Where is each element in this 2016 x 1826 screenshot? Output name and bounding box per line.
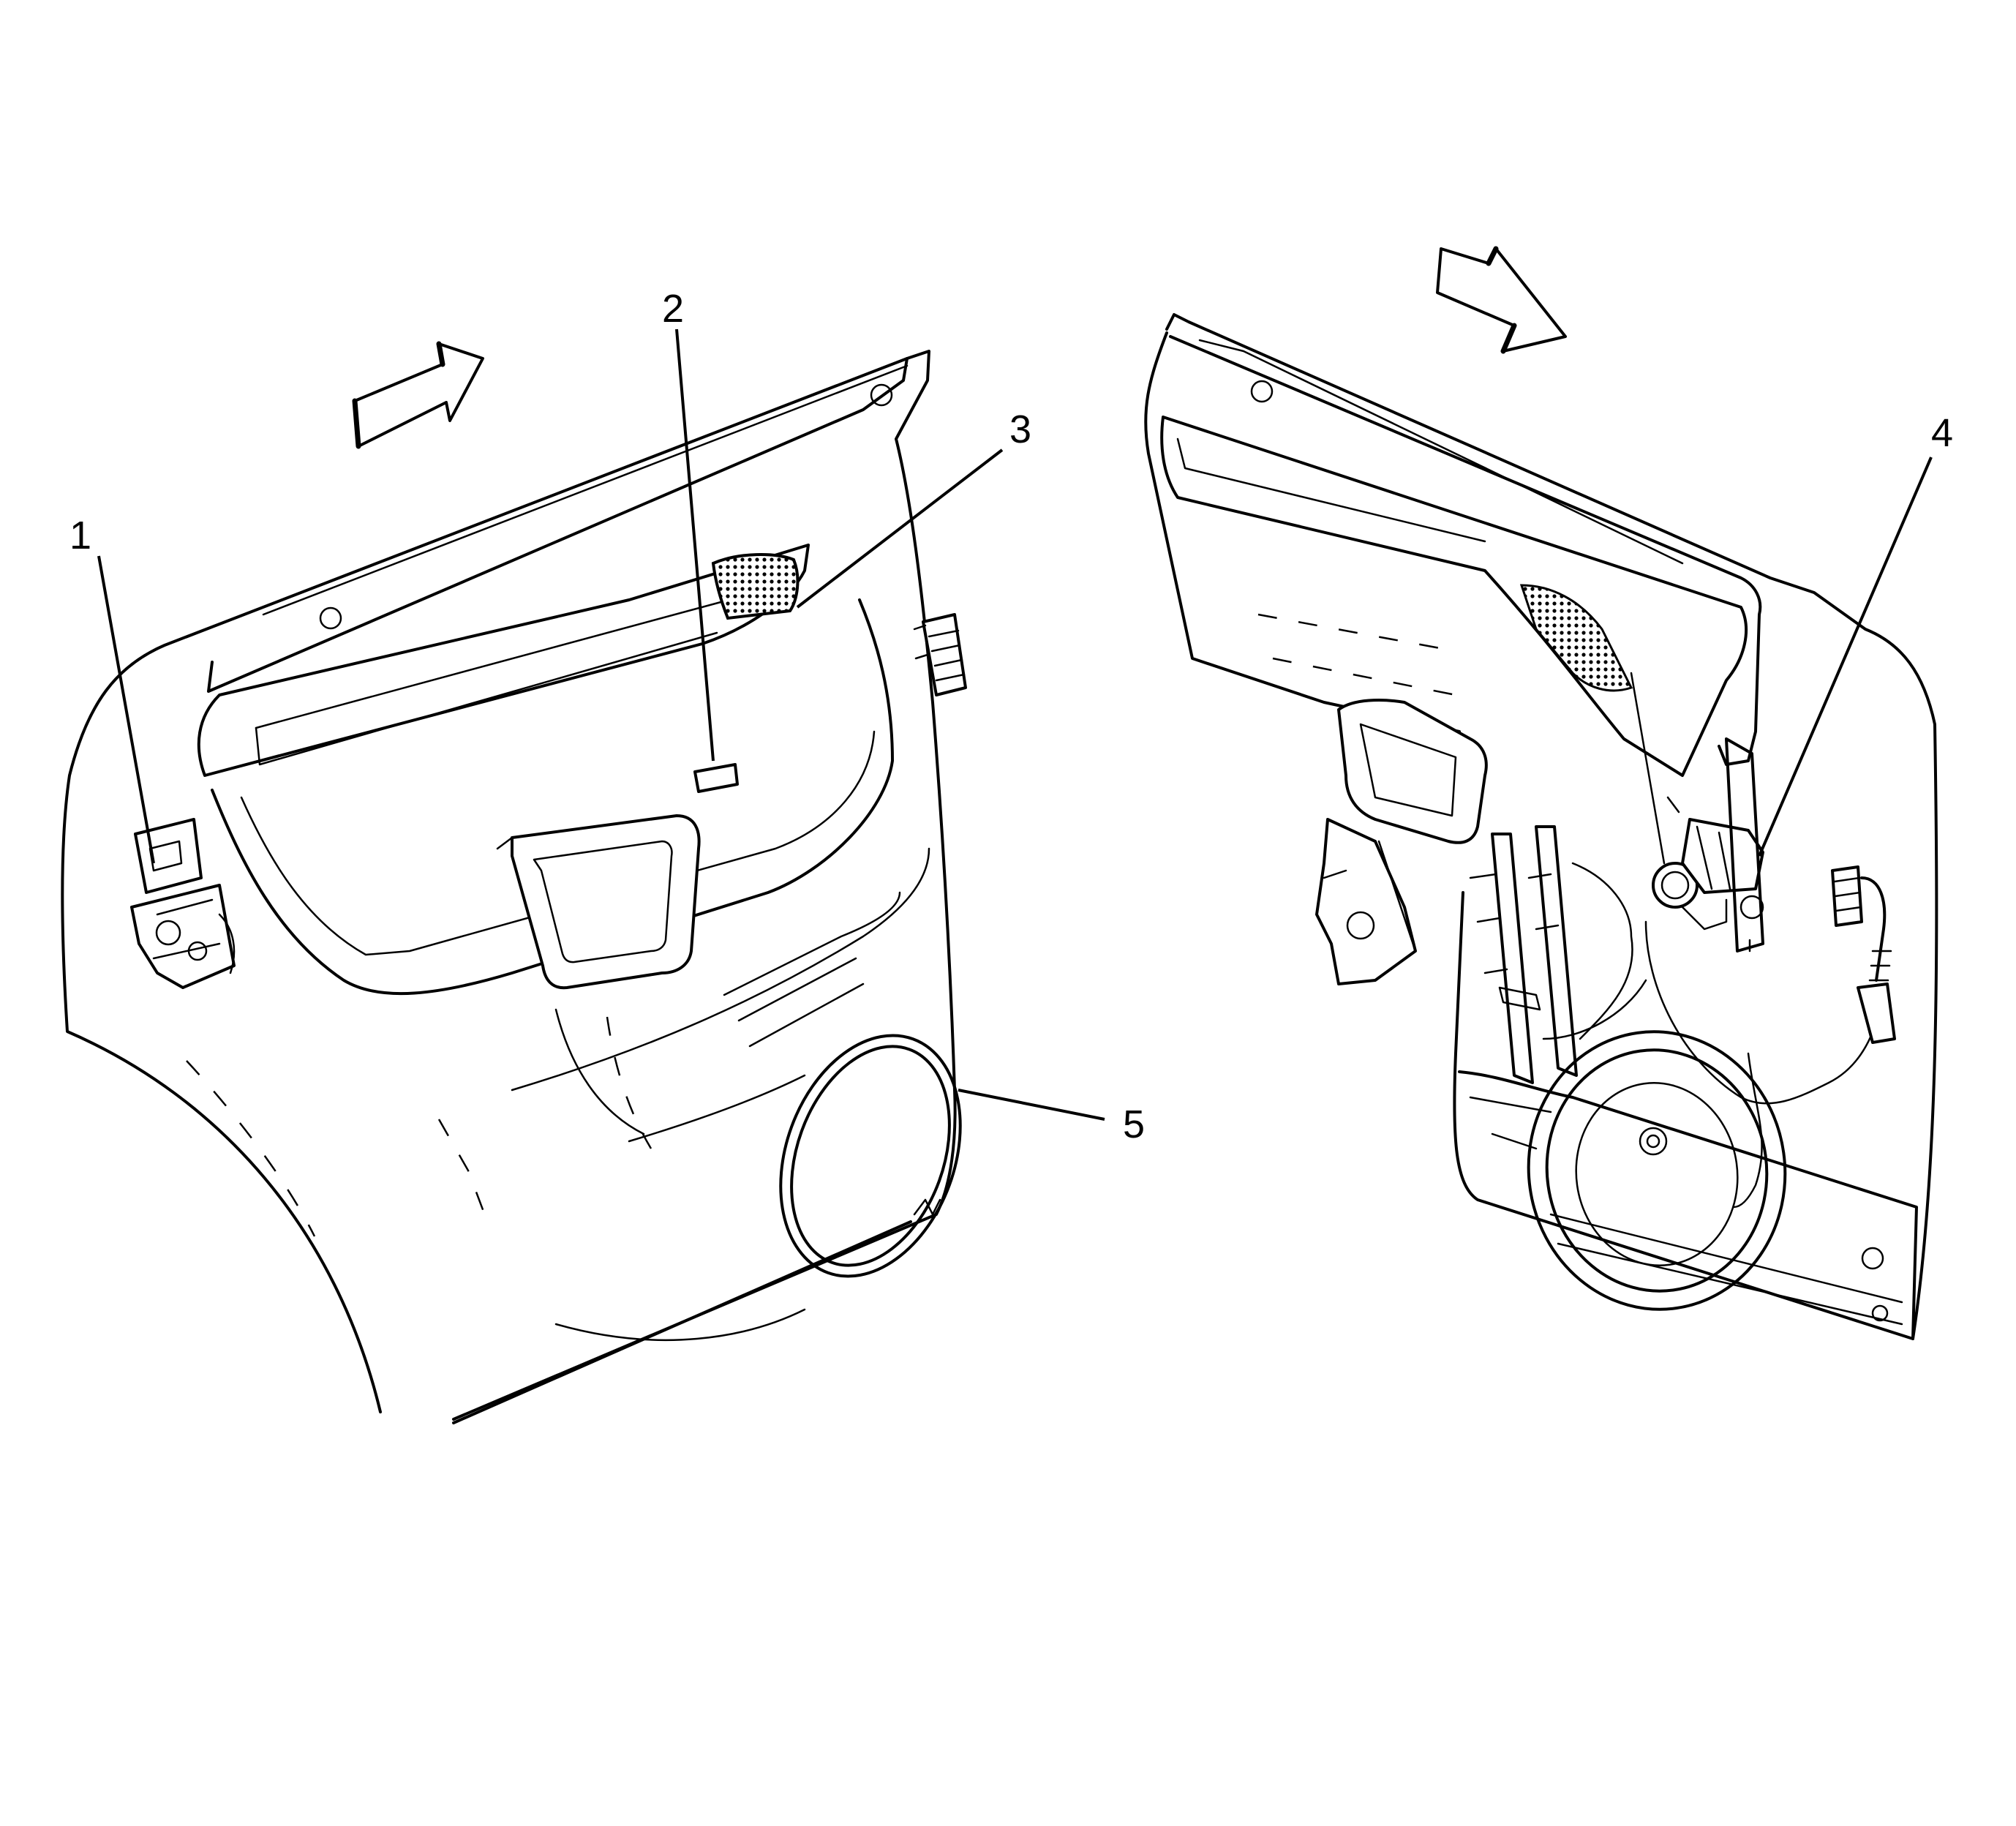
right-door-shell bbox=[1165, 313, 1938, 1340]
window-switch-bezel bbox=[693, 763, 739, 793]
left-door-connector bbox=[913, 613, 967, 696]
callout-3: 3 bbox=[796, 407, 1031, 609]
callout-label-1: 1 bbox=[69, 514, 91, 557]
right-door-assembly bbox=[1144, 246, 1938, 1340]
left-door-top-rail bbox=[207, 357, 909, 693]
direction-arrow-icon bbox=[352, 341, 484, 449]
callout-2: 2 bbox=[662, 287, 715, 762]
callout-label-3: 3 bbox=[1009, 407, 1031, 451]
door-latch bbox=[130, 818, 236, 989]
right-door-lower-panel bbox=[1458, 1070, 1918, 1340]
right-door-upper-pad bbox=[1160, 416, 1748, 777]
left-door-bolster bbox=[211, 598, 894, 996]
left-door-pull-handle bbox=[511, 814, 701, 990]
right-door-speaker bbox=[1527, 1030, 1787, 1311]
callout-1: 1 bbox=[69, 514, 155, 864]
right-door-top-garnish bbox=[1169, 335, 1762, 766]
right-door-latch-plate bbox=[1725, 737, 1764, 953]
right-door-pocket-bracket bbox=[1315, 818, 1417, 985]
right-door-pull-handle bbox=[1337, 699, 1488, 844]
callout-label-4: 4 bbox=[1931, 411, 1953, 455]
callout-5: 5 bbox=[958, 1089, 1145, 1146]
right-door-harness-connector bbox=[1831, 865, 1896, 1044]
tweeter-grille-mesh bbox=[711, 553, 800, 620]
callout-4: 4 bbox=[1758, 411, 1953, 857]
callout-label-5: 5 bbox=[1123, 1102, 1145, 1146]
window-regulator bbox=[1469, 825, 1647, 1084]
left-door-speaker-ring bbox=[779, 1034, 962, 1278]
window-motor bbox=[1630, 672, 1764, 931]
left-door-assembly bbox=[61, 341, 967, 1424]
callout-label-2: 2 bbox=[662, 287, 684, 331]
left-door-shell bbox=[61, 350, 957, 1421]
right-door-lock-cable bbox=[1644, 920, 1881, 1209]
right-door-grille-mesh bbox=[1519, 584, 1633, 692]
left-door-bottom-edge bbox=[452, 1220, 912, 1424]
direction-arrow-icon bbox=[1436, 246, 1567, 354]
